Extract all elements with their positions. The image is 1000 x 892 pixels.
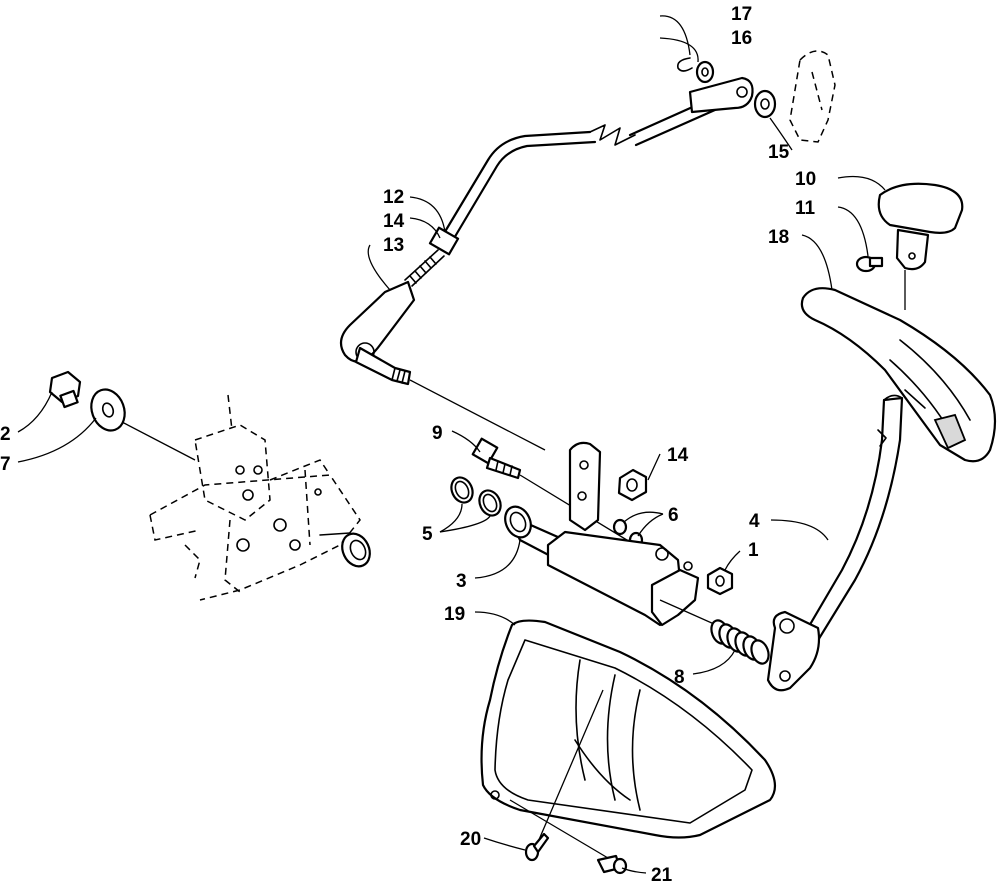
screw-20 bbox=[524, 832, 550, 862]
callout-21: 21 bbox=[651, 865, 673, 886]
spring-8 bbox=[710, 619, 770, 665]
leader-lines bbox=[17, 15, 886, 874]
shift-lever-4 bbox=[766, 394, 904, 692]
callout-1: 1 bbox=[748, 540, 759, 561]
callout-19: 19 bbox=[444, 604, 465, 625]
pivot-bracket-3 bbox=[504, 441, 700, 627]
callout-20: 20 bbox=[460, 829, 481, 850]
callout-3: 3 bbox=[456, 571, 467, 592]
callout-8: 8 bbox=[674, 667, 685, 688]
callout-16: 16 bbox=[731, 28, 752, 49]
callout-5: 5 bbox=[422, 524, 433, 545]
callout-2: 2 bbox=[0, 424, 11, 445]
washer-16 bbox=[695, 60, 715, 84]
washer-15 bbox=[753, 89, 777, 119]
callout-11: 11 bbox=[795, 198, 816, 219]
callout-labels: 1 2 3 4 5 6 7 8 9 10 11 12 13 14 14 15 1… bbox=[0, 4, 816, 886]
callout-15: 15 bbox=[768, 142, 790, 163]
cover-18 bbox=[800, 287, 997, 463]
jam-nut-14-upper bbox=[428, 226, 460, 256]
callout-18: 18 bbox=[768, 227, 789, 248]
clip-17 bbox=[676, 57, 693, 72]
pin-9 bbox=[471, 437, 522, 480]
callout-12: 12 bbox=[383, 187, 404, 208]
washer-7 bbox=[90, 388, 126, 432]
callout-17: 17 bbox=[731, 4, 752, 25]
knob-10 bbox=[877, 182, 964, 271]
screw-11 bbox=[855, 255, 884, 273]
screw-21 bbox=[596, 854, 628, 875]
callout-7: 7 bbox=[0, 454, 11, 475]
transmission-arm bbox=[789, 50, 836, 143]
callout-4: 4 bbox=[749, 511, 760, 532]
nut-14 bbox=[617, 468, 648, 502]
callout-10: 10 bbox=[795, 169, 816, 190]
callout-14-lower: 14 bbox=[667, 445, 689, 466]
washer-6a bbox=[612, 518, 628, 536]
callout-13: 13 bbox=[383, 235, 404, 256]
guard-19 bbox=[480, 619, 777, 839]
callout-6: 6 bbox=[668, 505, 679, 526]
threaded-rod-12 bbox=[404, 249, 445, 287]
o-ring-5a bbox=[450, 476, 474, 504]
callout-14-upper: 14 bbox=[383, 211, 405, 232]
ball-joint-13 bbox=[339, 280, 416, 386]
frame-bracket bbox=[149, 394, 371, 601]
nut-1 bbox=[706, 566, 734, 596]
callout-9: 9 bbox=[432, 423, 443, 444]
o-ring-5b bbox=[478, 489, 502, 517]
shift-rod bbox=[438, 76, 754, 247]
bolt-2 bbox=[48, 370, 82, 409]
